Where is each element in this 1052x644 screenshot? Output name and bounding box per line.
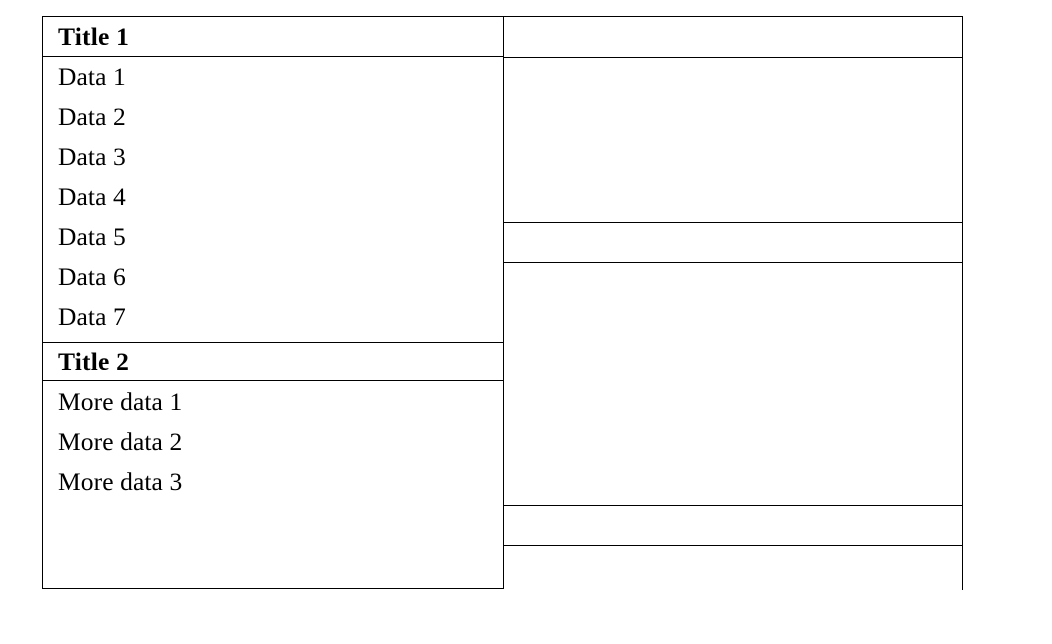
left-column-table: Title 1 Data 1 Data 2 Data 3 Data 4 Data… [42, 16, 504, 589]
left-column-left-border [42, 16, 43, 589]
list-item-more-data-1: More data 1 [58, 387, 183, 416]
right-cell-3 [504, 223, 963, 262]
right-rule-5 [504, 545, 963, 546]
right-rule-2 [504, 222, 963, 223]
right-cell-6 [504, 546, 963, 590]
right-rule-3 [504, 262, 963, 263]
rule-below-title-2 [42, 380, 504, 381]
list-item-more-data-2: More data 2 [58, 427, 183, 456]
left-column-top-border [42, 16, 504, 17]
list-item-data-2: Data 2 [58, 102, 126, 131]
right-cell-1 [504, 17, 963, 57]
section-title-2: Title 2 [58, 347, 130, 376]
list-item-data-4: Data 4 [58, 182, 126, 211]
right-column-top-border [504, 16, 963, 17]
right-cell-4 [504, 263, 963, 505]
section-title-1: Title 1 [58, 22, 130, 51]
right-column-right-border [962, 16, 963, 590]
left-column-text-layer: Title 1 Data 1 Data 2 Data 3 Data 4 Data… [42, 16, 504, 589]
right-cell-2 [504, 58, 963, 222]
left-column-right-border [503, 16, 504, 589]
right-cell-5 [504, 506, 963, 545]
list-item-data-1: Data 1 [58, 62, 126, 91]
rule-below-title-1 [42, 56, 504, 57]
list-item-more-data-3: More data 3 [58, 467, 183, 496]
left-column-bottom-border [42, 588, 504, 589]
list-item-data-5: Data 5 [58, 222, 126, 251]
list-item-data-6: Data 6 [58, 262, 126, 291]
list-item-data-3: Data 3 [58, 142, 126, 171]
right-rule-1 [504, 57, 963, 58]
list-item-data-7: Data 7 [58, 302, 126, 331]
rule-above-title-2 [42, 342, 504, 343]
right-column-table [504, 16, 963, 590]
right-rule-4 [504, 505, 963, 506]
